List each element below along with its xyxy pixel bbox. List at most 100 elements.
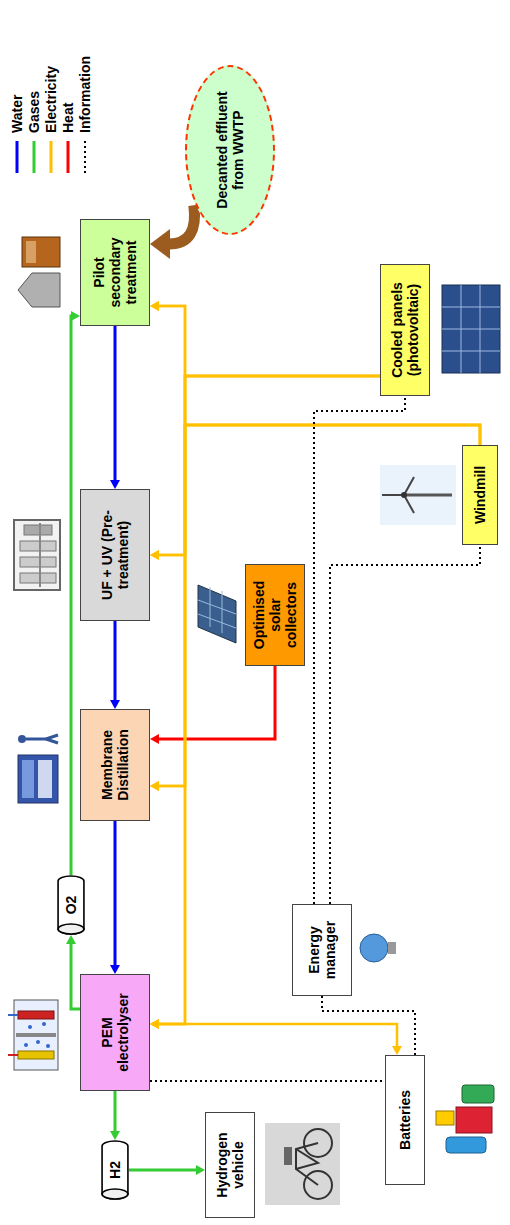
connector <box>129 1165 205 1175</box>
connector <box>110 326 120 489</box>
connector-line <box>158 376 380 1024</box>
legend-label: Electricity <box>43 66 59 133</box>
process-box: UF + UV (Pre-treatment) <box>80 489 150 621</box>
process-box: Membrane Distillation <box>80 709 150 821</box>
connector-line <box>71 316 72 875</box>
connector <box>314 396 405 904</box>
arrow-head <box>392 1046 402 1055</box>
arrow-head <box>150 550 159 560</box>
legend-row: Information <box>76 56 93 175</box>
legend-label: Heat <box>60 103 76 133</box>
arrow-head <box>150 550 159 560</box>
connector-line <box>169 205 195 244</box>
connector-line <box>330 545 480 904</box>
arrow-head <box>150 1019 159 1029</box>
connector-line <box>158 376 380 786</box>
node-label: Cooled panels (photovoltaic) <box>389 269 421 391</box>
connector-line <box>158 425 480 786</box>
process-box: PEM electrolyser <box>80 974 150 1091</box>
arrow-head <box>110 1131 120 1140</box>
arrow-head <box>150 301 159 311</box>
gas-tank: O2 <box>57 875 85 935</box>
arrow-head <box>150 781 159 791</box>
connector <box>150 205 195 259</box>
legend: WaterGasesElectricityHeatInformation <box>8 56 93 175</box>
bicycle-illustration <box>265 1123 340 1205</box>
arrow-head <box>110 480 120 489</box>
distillation-unit-illustration <box>18 735 58 803</box>
consumer-box: Hydrogen vehicle <box>205 1112 255 1218</box>
connector <box>110 1091 120 1140</box>
connector-line <box>158 376 380 555</box>
node-label: O2 <box>63 896 79 915</box>
filtration-unit-illustration <box>14 520 60 590</box>
connector <box>322 996 415 1055</box>
windmill-illustration <box>380 465 456 525</box>
node-label: Membrane Distillation <box>99 714 131 816</box>
legend-swatch <box>29 139 39 175</box>
connector-line <box>314 396 405 904</box>
legend-row: Gases <box>25 56 42 175</box>
node-label: Optimised solar collectors <box>251 569 299 661</box>
arrow-head <box>150 229 170 259</box>
photovoltaic-panel-illustration <box>442 285 500 373</box>
energy-source-box: Cooled panels (photovoltaic) <box>380 264 430 396</box>
connector <box>110 821 120 974</box>
legend-row: Heat <box>59 56 76 175</box>
connector-line <box>158 425 480 555</box>
arrow-head <box>150 781 159 791</box>
node-label: Decanted effluent from WWTP <box>214 90 246 210</box>
legend-label: Water <box>9 95 25 133</box>
connector <box>330 545 480 904</box>
arrow-head <box>66 935 76 944</box>
arrow-head <box>71 311 80 321</box>
legend-label: Gases <box>26 91 42 133</box>
legend-swatch <box>46 139 56 175</box>
connector <box>71 311 80 875</box>
node-label: PEM electrolyser <box>99 979 131 1086</box>
connector-line <box>71 943 80 1009</box>
legend-swatch <box>12 139 22 175</box>
connector-line <box>129 1169 197 1172</box>
controller-box: Energy manager <box>292 904 352 996</box>
energy-source-box: Windmill <box>462 445 498 545</box>
arrow-head <box>150 734 159 744</box>
node-label: UF + UV (Pre-treatment) <box>99 494 131 616</box>
electrolyser-cell-illustration <box>8 1000 58 1070</box>
connector-line <box>158 425 480 1024</box>
connector-line <box>114 821 117 966</box>
process-box: Pilot secondary treatment <box>80 219 150 326</box>
connector <box>110 621 120 709</box>
arrow-head <box>110 700 120 709</box>
arrow-head <box>110 965 120 974</box>
node-label: Energy manager <box>306 909 338 991</box>
tank-illustration <box>18 237 60 307</box>
connector <box>150 1081 385 1082</box>
arrow-head <box>150 1019 159 1029</box>
legend-swatch <box>63 139 73 175</box>
legend-swatch <box>80 139 90 175</box>
node-label: Pilot secondary treatment <box>91 224 139 321</box>
batteries-illustration <box>436 1085 494 1153</box>
storage-box: Batteries <box>385 1055 425 1185</box>
legend-row: Electricity <box>42 56 59 175</box>
connector-line <box>158 666 275 739</box>
legend-label: Information <box>77 56 93 133</box>
connector <box>150 1019 402 1055</box>
connector-line <box>158 306 380 376</box>
connector-line <box>114 621 117 701</box>
connector-line <box>150 1080 385 1082</box>
legend-row: Water <box>8 56 25 175</box>
node-label: Batteries <box>397 1090 413 1150</box>
connector <box>150 666 275 744</box>
solar-collector-illustration <box>198 585 236 643</box>
node-label: Hydrogen vehicle <box>214 1117 246 1213</box>
connector-line <box>114 326 117 481</box>
energy-source-box: Optimised solar collectors <box>245 564 305 666</box>
node-label: Windmill <box>472 466 488 524</box>
connector-line <box>158 1024 397 1047</box>
arrow-head <box>150 1019 159 1029</box>
connector-line <box>322 996 415 1055</box>
node-label: H2 <box>107 1161 123 1179</box>
